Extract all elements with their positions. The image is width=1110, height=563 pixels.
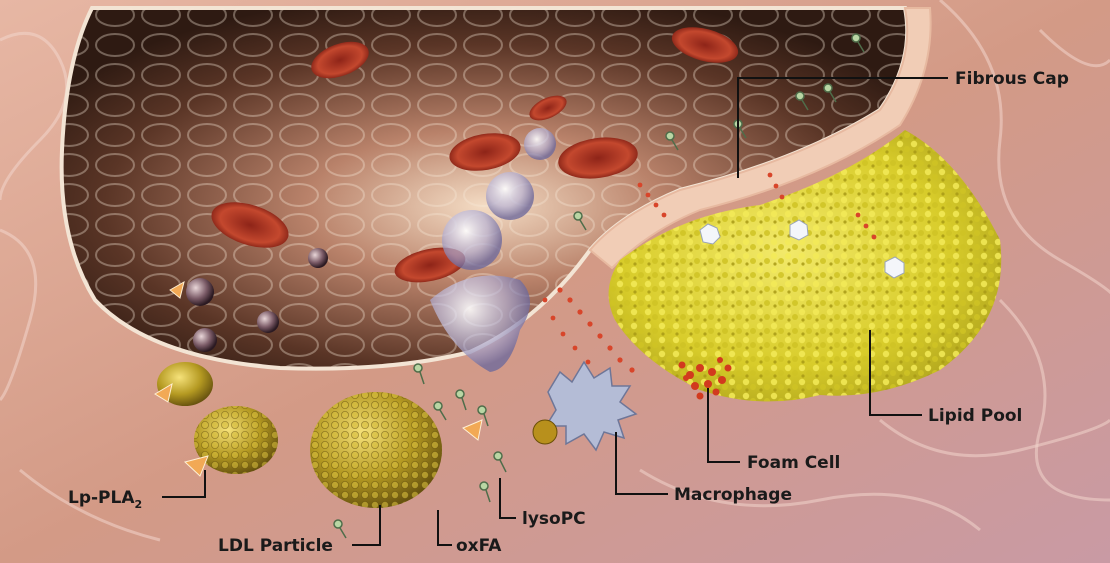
label-oxfa: oxFA xyxy=(456,536,502,556)
label-fibrous-cap: Fibrous Cap xyxy=(955,69,1069,89)
label-macrophage: Macrophage xyxy=(674,485,792,505)
label-lp-pla2-subscript: 2 xyxy=(135,498,143,511)
label-ldl-particle: LDL Particle xyxy=(218,536,333,556)
label-lp-pla2: Lp-PLA2 xyxy=(68,488,142,511)
label-lysopc: lysoPC xyxy=(522,509,586,529)
label-lp-pla2-main: Lp-PLA xyxy=(68,488,135,508)
label-foam-cell: Foam Cell xyxy=(747,453,840,473)
macrophage-nucleus xyxy=(533,420,557,444)
label-lipid-pool: Lipid Pool xyxy=(928,406,1022,426)
